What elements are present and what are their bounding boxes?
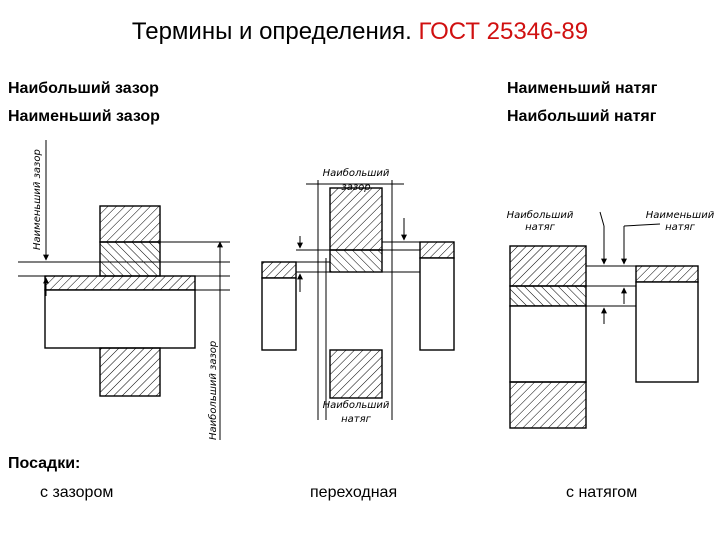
clearance-min-label: Наименьший зазор (32, 149, 43, 250)
transition-top-label-1: Наибольший (323, 167, 390, 179)
title-main: Термины и определения. (131, 18, 419, 45)
shaft-tolerance-zone (44, 275, 196, 291)
shaft-zone (635, 265, 699, 283)
label-min-interference: Наименьший натяг (507, 80, 658, 97)
fit-clearance-caption: с зазором (40, 484, 114, 501)
hole-top-hatched (329, 187, 383, 251)
label-min-clearance: Наименьший зазор (8, 108, 160, 125)
shaft-right-zone (419, 241, 455, 259)
interference-left-label-1: Наибольший (507, 209, 574, 221)
transition-bottom-label-2: натяг (341, 414, 372, 425)
transition-top-label-2: зазор (341, 182, 370, 193)
interference-fit-drawing (509, 211, 699, 429)
title-accent: ГОСТ 25346-89 (418, 18, 589, 45)
hole-bottom-hatched (99, 347, 161, 397)
hole-bottom-hatched (329, 349, 383, 399)
shaft-body (44, 289, 196, 349)
hole-tolerance-zone (509, 285, 587, 307)
hole-gap (509, 305, 587, 383)
interference-left-label-2: натяг (525, 222, 556, 233)
shaft-left-body (261, 277, 297, 351)
shaft-left-zone (261, 261, 297, 279)
fit-transition-caption: переходная (310, 484, 398, 501)
transition-bottom-label-1: Наибольший (323, 399, 390, 411)
hole-bottom-hatched (509, 381, 587, 429)
label-max-interference: Наибольший натяг (507, 108, 657, 125)
fits-heading: Посадки: (8, 455, 81, 472)
hole-top-hatched (509, 245, 587, 287)
clearance-fit-drawing (18, 140, 230, 440)
shaft-right-body (419, 257, 455, 351)
interference-right-label-1: Наименьший (646, 210, 715, 221)
hole-tolerance-zone (329, 249, 383, 273)
shaft-body (635, 281, 699, 383)
interference-right-label-2: натяг (665, 222, 696, 233)
transition-fit-drawing (261, 180, 455, 420)
fit-interference-caption: с натягом (566, 484, 638, 501)
page-title: Термины и определения. ГОСТ 25346-89 (0, 18, 720, 46)
label-max-clearance: Наибольший зазор (8, 80, 159, 97)
clearance-max-label: Наибольший зазор (207, 341, 219, 440)
hole-top-hatched (99, 205, 161, 243)
hole-tolerance-zone (99, 241, 161, 277)
